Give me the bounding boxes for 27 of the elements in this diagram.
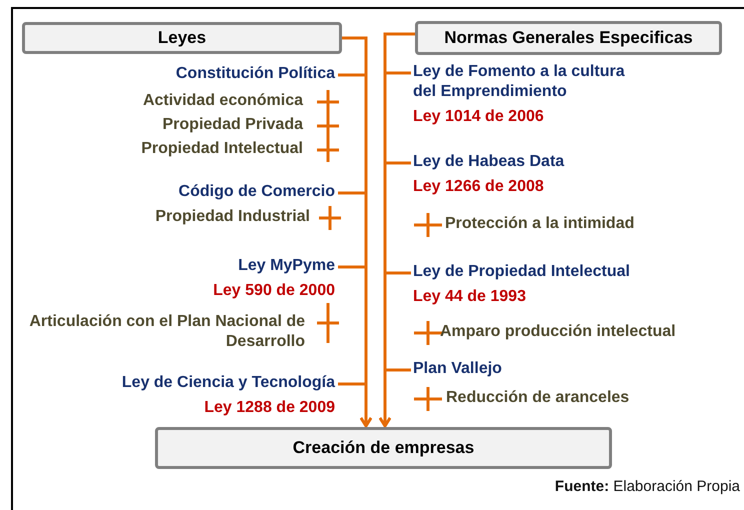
law-number: Ley 590 de 2000: [212, 281, 335, 301]
item-text: Protección a la intimidad: [445, 214, 634, 234]
process-box: Leyes: [22, 22, 342, 54]
law-name: Código de Comercio: [178, 182, 335, 202]
item-text: Propiedad Privada: [162, 115, 303, 135]
item-text: Propiedad Intelectual: [141, 139, 303, 159]
item-text: Actividad económica: [142, 91, 303, 111]
arrow: [338, 382, 372, 428]
process-box: Creación de empresas: [155, 427, 612, 469]
item-text: Reducción de aranceles: [446, 388, 630, 408]
law-number: Ley 44 de 1993: [413, 287, 527, 307]
item-text: Articulación con el Plan Nacional de Desarrollo: [28, 312, 305, 352]
law-number: Ley 1266 de 2008: [413, 177, 545, 197]
law-name: Ley de Habeas Data: [413, 152, 566, 172]
law-number: Ley 1014 de 2006: [413, 107, 545, 127]
item-text: Amparo producción intelectual: [440, 322, 676, 342]
law-name: Ley de Ciencia y Tecnología: [120, 373, 335, 393]
law-name: Constitución Política: [174, 64, 335, 84]
law-number: Ley 1288 de 2009: [203, 398, 335, 418]
arrow: [378, 368, 411, 428]
law-name: Ley de Propiedad Intelectual: [413, 262, 631, 282]
law-name: Plan Vallejo: [413, 359, 503, 379]
process-box: Normas Generales Especificas: [415, 21, 722, 55]
law-name: Ley de Fomento a la cultura del Emprendimiento: [413, 62, 626, 102]
item-text: Propiedad Industrial: [155, 207, 310, 227]
source-note: Fuente: Elaboración Propia: [554, 478, 740, 495]
law-name: Ley MyPyme: [237, 256, 335, 276]
